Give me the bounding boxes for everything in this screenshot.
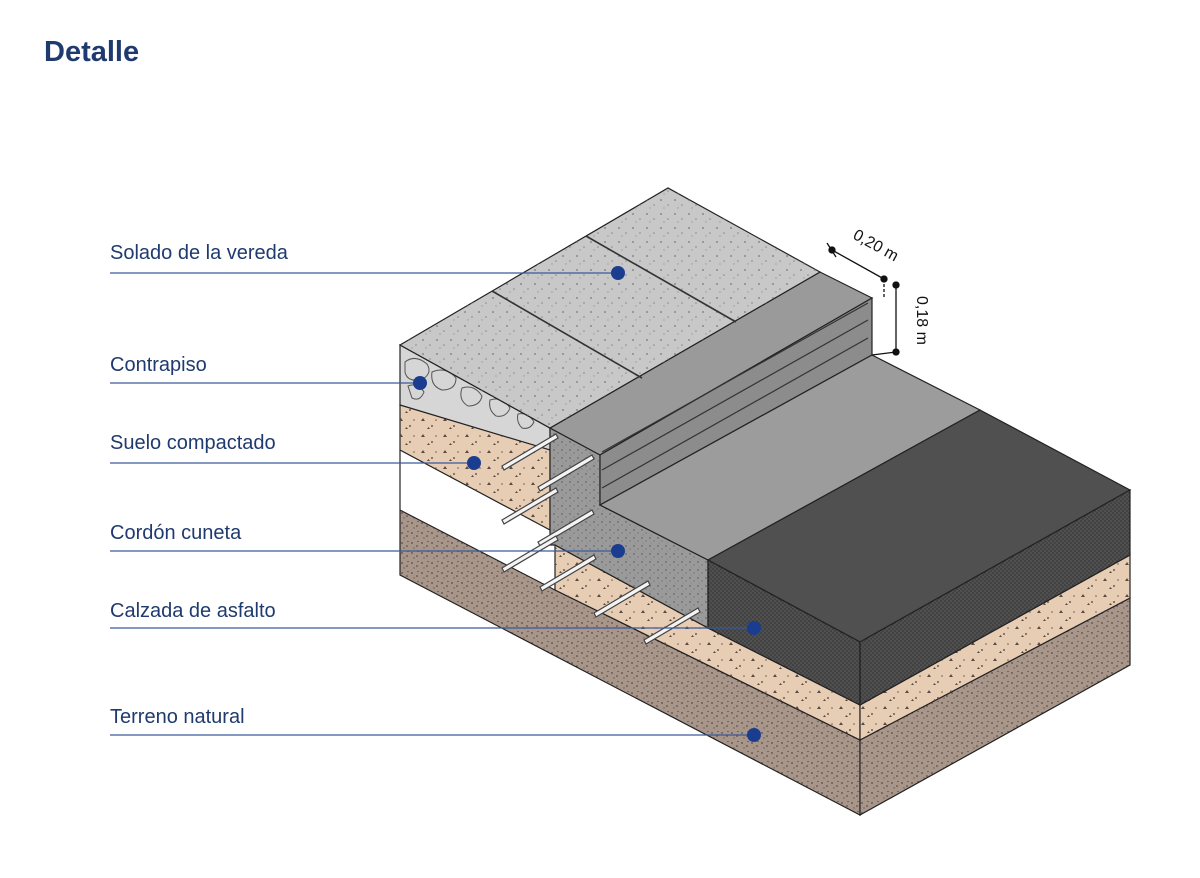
solado-top-pattern	[400, 188, 820, 428]
suelo-right-pattern	[860, 555, 1130, 740]
label-cordon: Cordón cuneta	[110, 522, 242, 544]
label-solado: Solado de la vereda	[110, 242, 288, 264]
marker-solado	[611, 266, 625, 280]
rebars	[501, 433, 701, 645]
marker-terreno	[747, 728, 761, 742]
label-contrapiso: Contrapiso	[110, 354, 207, 376]
page-title: Detalle	[44, 36, 140, 68]
marker-calzada	[747, 621, 761, 635]
label-terreno: Terreno natural	[110, 706, 245, 728]
label-calzada: Calzada de asfalto	[110, 600, 276, 622]
marker-contrapiso	[413, 376, 427, 390]
dimension-width-label: 0,20 m	[850, 227, 901, 266]
dimension-height-label: 0,18 m	[913, 296, 930, 345]
dimension-height	[871, 279, 900, 356]
dimension-width	[826, 242, 888, 283]
calzada-right-face	[859, 488, 1131, 707]
marker-cordon	[611, 544, 625, 558]
label-suelo: Suelo compactado	[110, 432, 276, 454]
marker-suelo	[467, 456, 481, 470]
